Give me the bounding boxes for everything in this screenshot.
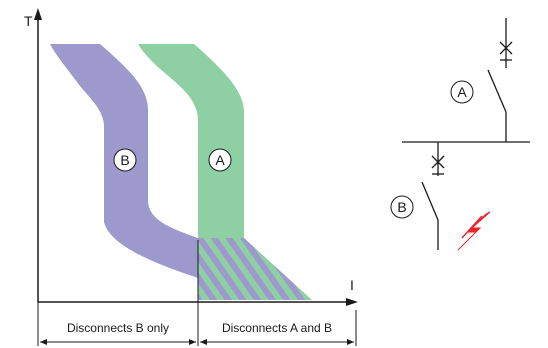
curve-a-band xyxy=(138,44,244,238)
circuit-schematic xyxy=(402,18,530,250)
curve-b-label-text: B xyxy=(120,152,129,168)
breaker-b-switch xyxy=(421,181,439,221)
breaker-a-switch xyxy=(487,69,507,113)
overlap-zone xyxy=(198,238,312,300)
curve-b-label: B xyxy=(113,148,137,172)
cross-mark-icon xyxy=(499,41,513,61)
zone-left-arrow xyxy=(40,339,196,345)
curve-a-label: A xyxy=(208,148,232,172)
x-axis-label: I xyxy=(350,277,354,293)
zone-right-arrow xyxy=(200,339,354,345)
breaker-b-label-text: B xyxy=(397,199,406,215)
cross-mark-icon xyxy=(431,155,445,175)
lightning-bolt-icon xyxy=(457,211,491,251)
breaker-a-label: A xyxy=(450,80,474,104)
breaker-a-label-text: A xyxy=(457,84,467,100)
x-axis-arrow xyxy=(346,298,358,306)
breaker-b-label: B xyxy=(390,195,414,219)
zone-left-label: Disconnects B only xyxy=(67,321,169,335)
y-axis-label: T xyxy=(24,13,33,29)
y-axis-arrow xyxy=(34,8,42,20)
curve-a-label-text: A xyxy=(215,152,225,168)
zone-right-label: Disconnects A and B xyxy=(222,321,332,335)
